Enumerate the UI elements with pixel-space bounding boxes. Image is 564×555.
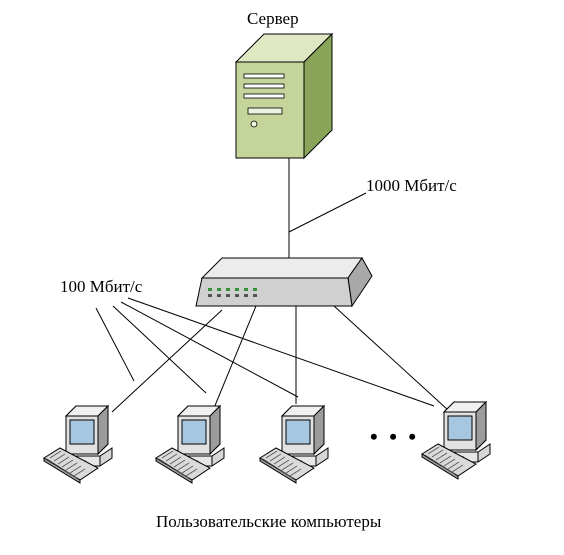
switch-port-leds bbox=[208, 288, 257, 297]
link-client-2 bbox=[213, 305, 257, 409]
downlink-pointer-2 bbox=[112, 305, 207, 394]
port-led bbox=[226, 288, 230, 291]
downlink-pointer-1 bbox=[95, 307, 135, 382]
more-computers-ellipsis: • • • bbox=[370, 424, 420, 449]
uplink-speed-label: 1000 Мбит/с bbox=[366, 176, 457, 195]
clients-label: Пользовательские компьютеры bbox=[156, 512, 382, 531]
link-client-4 bbox=[333, 305, 449, 411]
port-led bbox=[235, 288, 239, 291]
client-computer-icon bbox=[155, 405, 225, 484]
downlink-pointer-3 bbox=[120, 301, 299, 398]
client-computer-icon bbox=[43, 405, 113, 484]
port-led bbox=[235, 294, 239, 297]
port-led bbox=[253, 294, 257, 297]
switch-icon bbox=[195, 257, 373, 308]
port-led bbox=[244, 294, 248, 297]
port-led bbox=[208, 288, 212, 291]
port-led bbox=[253, 288, 257, 291]
downlink-speed-label: 100 Мбит/с bbox=[60, 277, 143, 296]
port-led bbox=[226, 294, 230, 297]
port-led bbox=[217, 288, 221, 291]
port-led bbox=[208, 294, 212, 297]
connections bbox=[95, 150, 449, 413]
port-led bbox=[244, 288, 248, 291]
server-label: Сервер bbox=[247, 9, 299, 28]
port-led bbox=[217, 294, 221, 297]
link-client-1 bbox=[111, 309, 223, 413]
client-computer-icon bbox=[421, 401, 491, 480]
server-icon bbox=[234, 32, 334, 160]
uplink-pointer bbox=[288, 192, 367, 233]
downlink-pointer-4 bbox=[127, 297, 435, 407]
client-computer-icon bbox=[259, 405, 329, 484]
